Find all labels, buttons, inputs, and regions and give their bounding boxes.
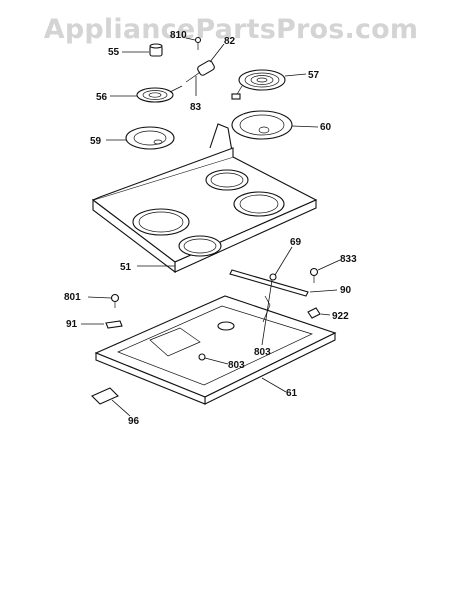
label-810[interactable]: 810 — [170, 30, 187, 41]
leader-lines — [81, 37, 341, 417]
part-82-receptacle[interactable] — [185, 60, 215, 83]
part-810-screw[interactable] — [194, 36, 202, 51]
label-83[interactable]: 83 — [190, 102, 202, 113]
part-55-knob[interactable] — [149, 43, 163, 57]
label-51[interactable]: 51 — [120, 262, 132, 273]
part-801-screw[interactable] — [110, 293, 120, 309]
part-59-small-drip-bowl[interactable] — [125, 126, 175, 150]
label-60[interactable]: 60 — [320, 122, 332, 133]
label-69[interactable]: 69 — [290, 237, 302, 248]
part-90-bracket[interactable] — [229, 269, 309, 297]
part-56-small-surface-element[interactable] — [136, 85, 183, 103]
label-833[interactable]: 833 — [340, 254, 357, 265]
label-801[interactable]: 801 — [64, 292, 81, 303]
label-96[interactable]: 96 — [128, 416, 140, 427]
part-833-screw[interactable] — [309, 267, 319, 284]
label-55[interactable]: 55 — [108, 47, 120, 58]
label-59[interactable]: 59 — [90, 136, 102, 147]
label-61[interactable]: 61 — [286, 388, 298, 399]
part-51-main-top[interactable] — [91, 123, 318, 274]
label-90[interactable]: 90 — [340, 285, 352, 296]
label-922[interactable]: 922 — [332, 311, 349, 322]
watermark: AppliancePartsPros.com — [43, 14, 419, 45]
part-91-clip[interactable] — [105, 320, 123, 329]
label-803-lower[interactable]: 803 — [228, 360, 245, 371]
label-56[interactable]: 56 — [96, 92, 108, 103]
part-57-large-surface-element[interactable] — [231, 69, 286, 100]
label-82[interactable]: 82 — [224, 36, 236, 47]
label-57[interactable]: 57 — [308, 70, 320, 81]
part-96-bracket[interactable] — [91, 387, 119, 405]
part-61-burner-box[interactable] — [94, 295, 337, 405]
part-922-clip[interactable] — [307, 307, 321, 319]
part-labels: 55 810 82 56 83 57 59 60 51 69 833 801 9… — [64, 30, 357, 427]
label-91[interactable]: 91 — [66, 319, 78, 330]
part-60-large-drip-bowl[interactable] — [231, 110, 293, 140]
label-803-upper[interactable]: 803 — [254, 347, 271, 358]
